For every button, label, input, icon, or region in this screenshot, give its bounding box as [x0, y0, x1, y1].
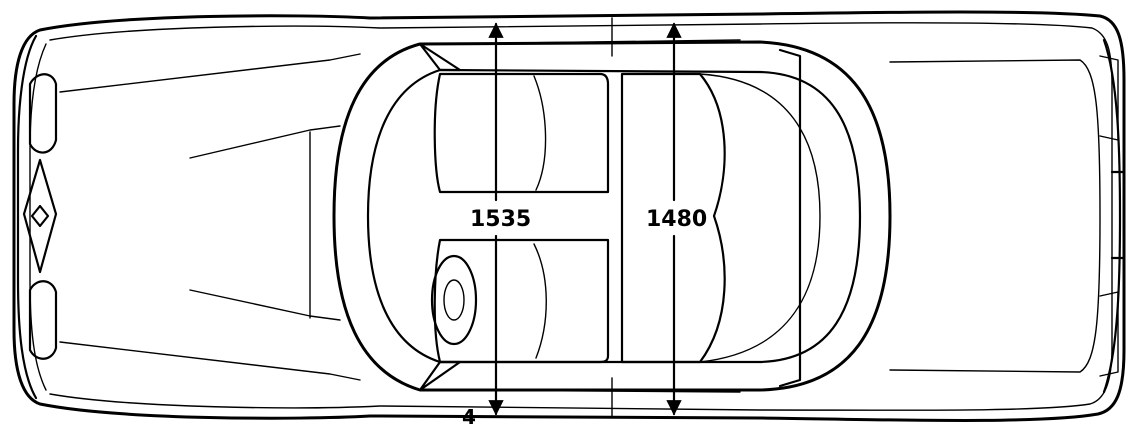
- door-line-top: [439, 39, 741, 45]
- rear-bumper: [1102, 38, 1122, 394]
- dimension-label-rear-track: 1480: [646, 207, 707, 232]
- door-line-bottom: [439, 389, 741, 393]
- grille: [22, 158, 58, 274]
- front-seat-left: [433, 72, 610, 194]
- position-marker: 4: [462, 405, 476, 429]
- cabin-inner: [366, 68, 862, 364]
- emblem-icon: [30, 204, 50, 228]
- bonnet-crease-bottom: [189, 289, 341, 321]
- boot-lid: [889, 59, 1101, 373]
- steering-wheel-icon: [430, 254, 478, 346]
- headlight-right: [28, 280, 58, 360]
- rear-window: [778, 48, 802, 388]
- rear-seat: [620, 72, 726, 364]
- steering-wheel-hub: [443, 279, 465, 321]
- seat-curve-2: [533, 243, 547, 359]
- bonnet-line-bottom: [59, 341, 361, 381]
- tail-light-top: [1099, 55, 1119, 141]
- quarter-window-front-top: [418, 42, 462, 72]
- rear-parcel-shelf: [699, 73, 821, 363]
- body-outline: [12, 10, 1126, 422]
- cabin-outer: [332, 40, 892, 392]
- bonnet-crease-top: [189, 125, 341, 159]
- seat-curve-1: [533, 75, 547, 191]
- headlight-left: [28, 73, 58, 154]
- front-bumper: [16, 34, 38, 400]
- number-plate-light: [1110, 170, 1126, 260]
- quarter-window-front-bottom: [418, 360, 462, 392]
- tail-light-bottom: [1099, 291, 1119, 377]
- body-inner-line: [49, 22, 1113, 411]
- bonnet-line-top: [59, 53, 361, 93]
- front-bumper-inner: [29, 43, 47, 391]
- dimension-label-front-track: 1535: [470, 207, 531, 232]
